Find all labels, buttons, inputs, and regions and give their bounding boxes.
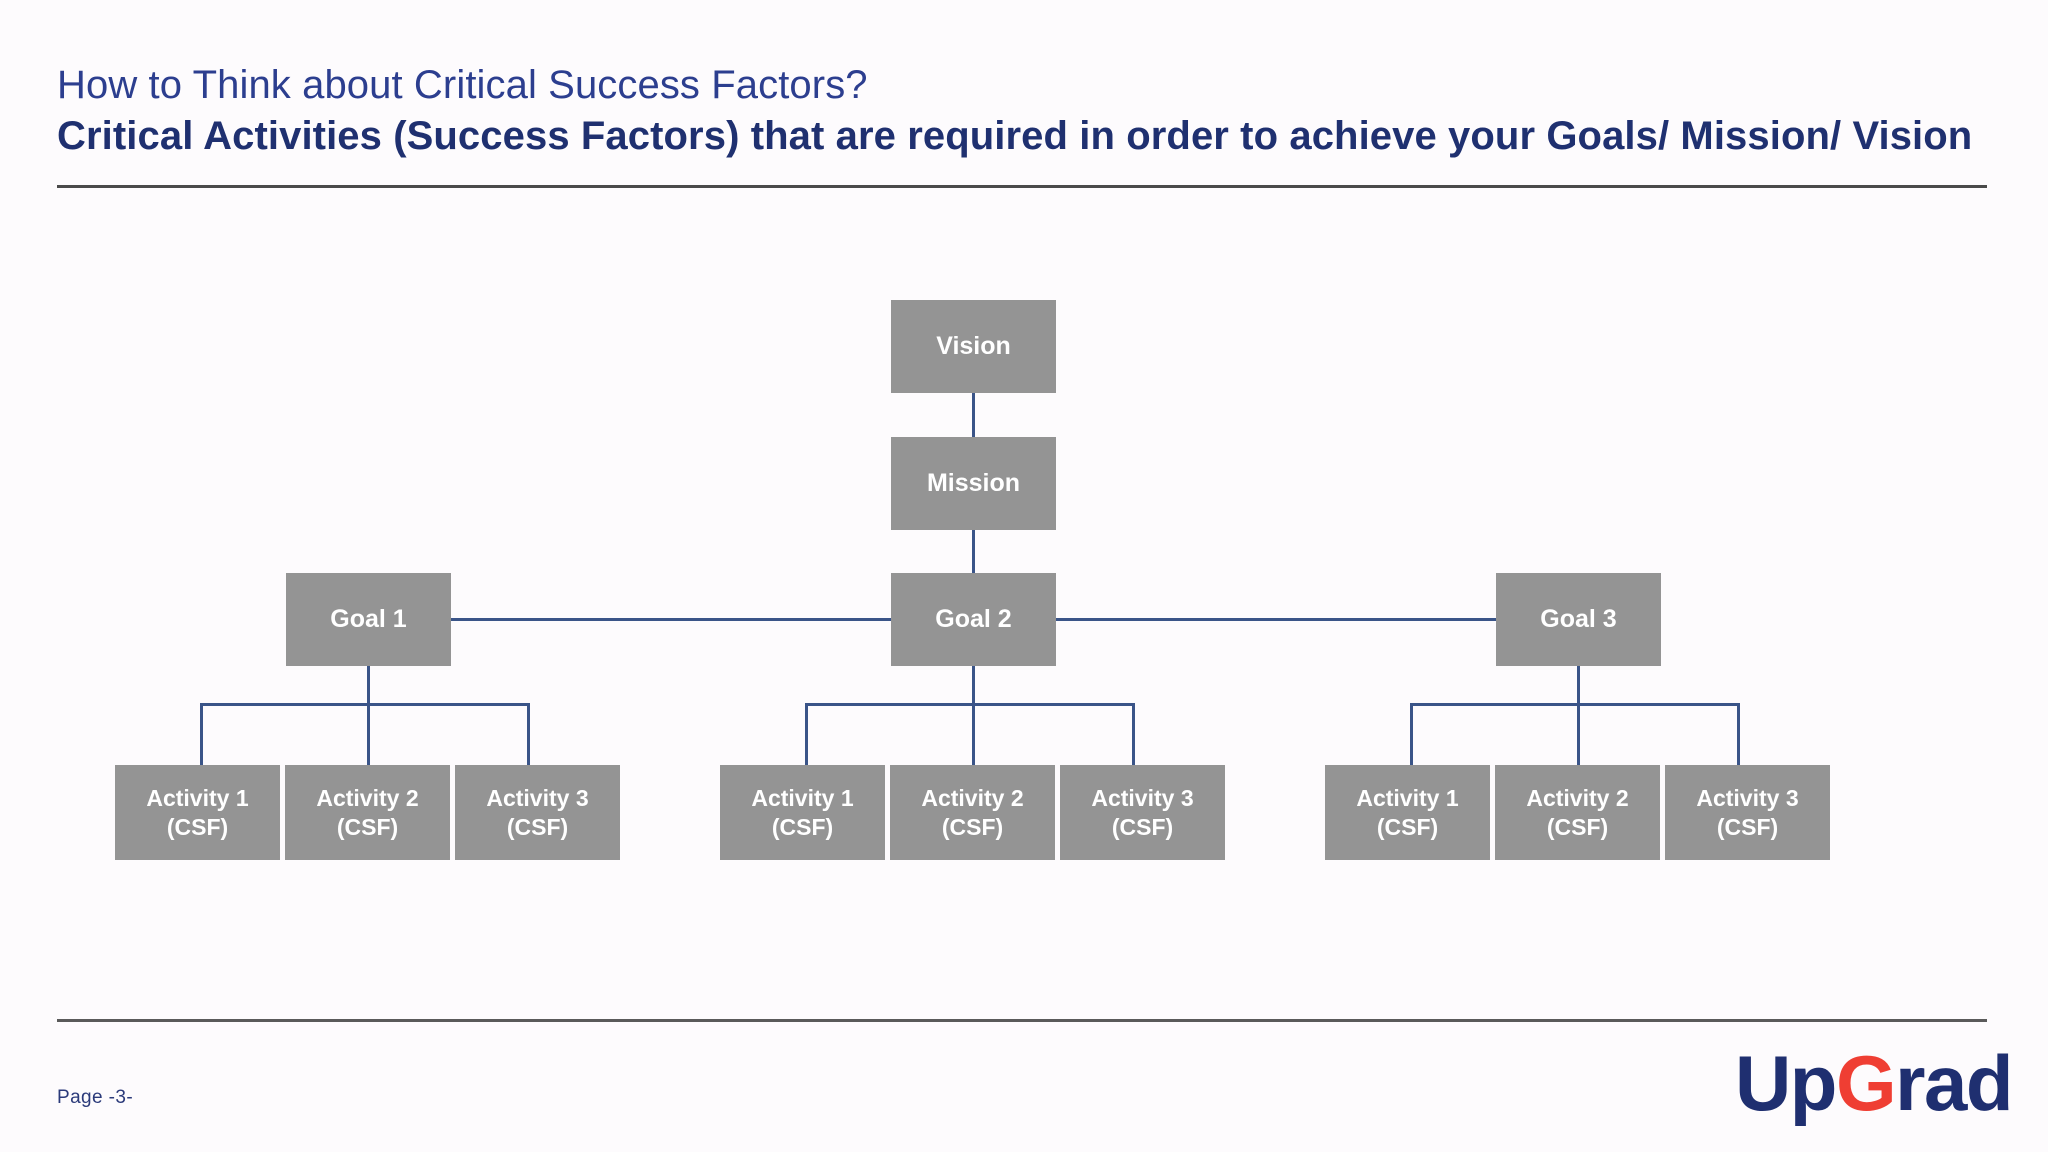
activity-label-line2: (CSF) — [771, 813, 834, 840]
header-divider — [57, 185, 1987, 188]
connector-goal2-goal3 — [1055, 618, 1498, 621]
connector-goal1-activity1 — [200, 703, 203, 765]
page-number-label: Page -3- — [57, 1087, 134, 1108]
logo-text-rad: rad — [1895, 1039, 2013, 1127]
connector-goal2-activity3 — [1132, 703, 1135, 765]
logo-text-up: Up — [1734, 1039, 1837, 1127]
logo-text-g: G — [1835, 1039, 1897, 1127]
connector-goal3-activity1 — [1410, 703, 1413, 765]
node-mission[interactable]: Mission — [891, 437, 1056, 530]
connector-goal3-activity3 — [1737, 703, 1740, 765]
node-goal-3[interactable]: Goal 3 — [1496, 573, 1661, 666]
node-goal-1[interactable]: Goal 1 — [286, 573, 451, 666]
node-goal3-activity-2[interactable]: Activity 2 (CSF) — [1495, 765, 1660, 860]
page-title: How to Think about Critical Success Fact… — [57, 63, 868, 107]
activity-label-line1: Activity 1 — [751, 784, 854, 811]
activity-label-line1: Activity 1 — [146, 784, 249, 811]
connector-goal3-drop — [1577, 666, 1580, 765]
activity-label-line1: Activity 3 — [1091, 784, 1194, 811]
activity-label-line2: (CSF) — [941, 813, 1004, 840]
node-goal2-activity-3[interactable]: Activity 3 (CSF) — [1060, 765, 1225, 860]
activity-label-line2: (CSF) — [336, 813, 399, 840]
page-subtitle: Critical Activities (Success Factors) th… — [57, 114, 1973, 159]
activity-label-line2: (CSF) — [1376, 813, 1439, 840]
node-goal1-activity-3[interactable]: Activity 3 (CSF) — [455, 765, 620, 860]
node-goal-2[interactable]: Goal 2 — [891, 573, 1056, 666]
connector-goal2-drop — [972, 666, 975, 765]
node-goal2-activity-2[interactable]: Activity 2 (CSF) — [890, 765, 1055, 860]
node-goal2-activity-1[interactable]: Activity 1 (CSF) — [720, 765, 885, 860]
activity-label-line1: Activity 3 — [486, 784, 589, 811]
activity-label-line1: Activity 3 — [1696, 784, 1799, 811]
activity-label-line2: (CSF) — [1546, 813, 1609, 840]
connector-goal2-bus — [805, 703, 1135, 706]
slide-header: How to Think about Critical Success Fact… — [57, 62, 1987, 160]
activity-label-line1: Activity 1 — [1356, 784, 1459, 811]
node-goal1-activity-1[interactable]: Activity 1 (CSF) — [115, 765, 280, 860]
connector-goal1-drop — [367, 666, 370, 765]
node-goal1-activity-2[interactable]: Activity 2 (CSF) — [285, 765, 450, 860]
connector-goal2-activity1 — [805, 703, 808, 765]
activity-label-line2: (CSF) — [506, 813, 569, 840]
node-goal3-activity-3[interactable]: Activity 3 (CSF) — [1665, 765, 1830, 860]
node-vision[interactable]: Vision — [891, 300, 1056, 393]
upgrad-logo: UpGrad — [1735, 1044, 2014, 1122]
activity-label-line2: (CSF) — [1111, 813, 1174, 840]
footer-divider — [57, 1019, 1987, 1022]
activity-label-line1: Activity 2 — [921, 784, 1024, 811]
connector-goal3-bus — [1410, 703, 1740, 706]
activity-label-line1: Activity 2 — [1526, 784, 1629, 811]
activity-label-line2: (CSF) — [166, 813, 229, 840]
connector-vision-mission — [972, 393, 975, 438]
connector-goal1-activity3 — [527, 703, 530, 765]
activity-label-line1: Activity 2 — [316, 784, 419, 811]
node-goal3-activity-1[interactable]: Activity 1 (CSF) — [1325, 765, 1490, 860]
connector-goal1-goal2 — [450, 618, 893, 621]
connector-mission-goal2 — [972, 530, 975, 575]
connector-goal1-bus — [200, 703, 530, 706]
activity-label-line2: (CSF) — [1716, 813, 1779, 840]
